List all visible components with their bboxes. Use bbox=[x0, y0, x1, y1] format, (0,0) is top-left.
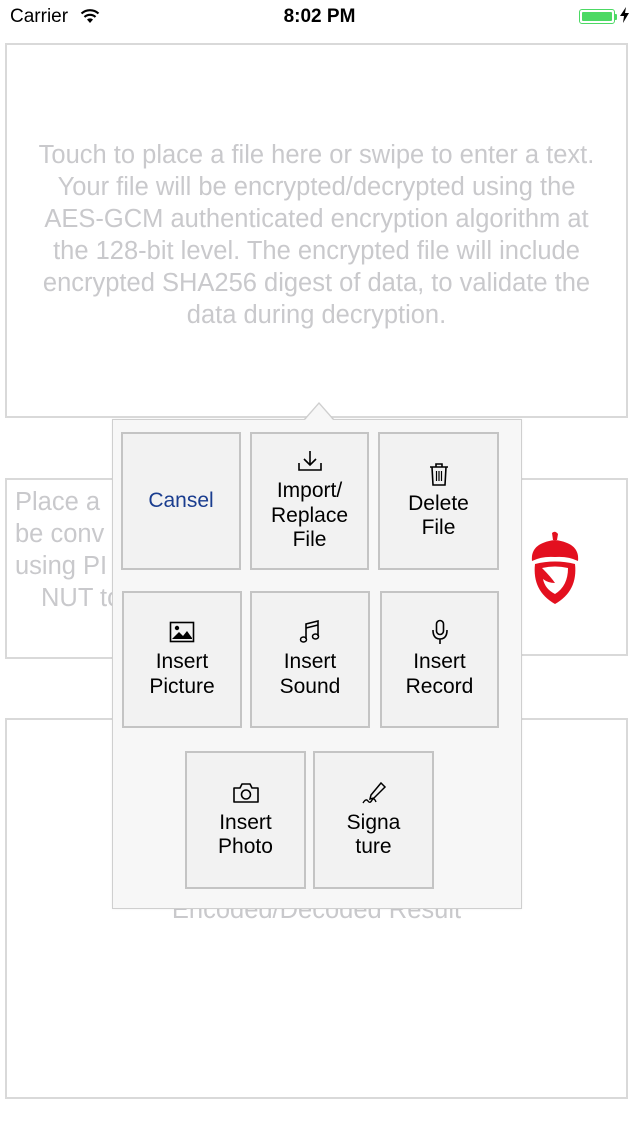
cancel-button[interactable]: Cansel bbox=[121, 432, 241, 570]
popover-arrow-fill bbox=[305, 404, 333, 420]
insert-picture-button[interactable]: Insert Picture bbox=[122, 591, 242, 728]
insert-photo-label: Insert Photo bbox=[218, 810, 273, 859]
camera-icon bbox=[232, 781, 260, 805]
insert-photo-button[interactable]: Insert Photo bbox=[185, 751, 306, 889]
trash-icon bbox=[428, 462, 450, 486]
charging-bolt-icon bbox=[620, 7, 629, 28]
microphone-icon bbox=[431, 619, 449, 644]
password-area[interactable]: Place a be conv using PI NUT to bbox=[5, 478, 115, 659]
acorn-logo-icon[interactable] bbox=[528, 531, 582, 610]
file-drop-area[interactable]: Touch to place a file here or swipe to e… bbox=[5, 43, 628, 418]
insert-record-label: Insert Record bbox=[405, 650, 474, 698]
insert-sound-label: Insert Sound bbox=[279, 650, 341, 698]
battery-tip bbox=[615, 14, 617, 20]
delete-file-label: Delete File bbox=[408, 491, 469, 540]
wifi-icon bbox=[80, 8, 100, 29]
password-hint-line: Place a bbox=[15, 488, 101, 516]
battery-icon bbox=[579, 9, 615, 24]
password-hint-line: using PI bbox=[15, 552, 108, 580]
delete-file-button[interactable]: Delete File bbox=[378, 432, 499, 570]
insert-record-button[interactable]: Insert Record bbox=[380, 591, 499, 728]
download-icon bbox=[297, 449, 323, 473]
password-hint-line: NUT to bbox=[41, 584, 115, 612]
password-hint: Place a be conv using PI NUT to bbox=[15, 486, 115, 614]
clock: 8:02 PM bbox=[283, 6, 356, 27]
signature-label: Signa ture bbox=[346, 810, 401, 859]
import-replace-file-label: Import/ Replace File bbox=[270, 479, 349, 552]
import-replace-file-button[interactable]: Import/ Replace File bbox=[250, 432, 369, 570]
insert-picture-label: Insert Picture bbox=[149, 650, 215, 698]
password-hint-line: be conv bbox=[15, 520, 105, 548]
signature-pen-icon bbox=[361, 781, 387, 805]
picture-icon bbox=[169, 620, 195, 644]
cancel-label: Cansel bbox=[148, 488, 214, 512]
music-note-icon bbox=[299, 620, 321, 644]
signature-button[interactable]: Signa ture bbox=[313, 751, 434, 889]
status-bar: Carrier 8:02 PM bbox=[0, 0, 639, 34]
carrier-label: Carrier bbox=[10, 6, 69, 27]
file-drop-hint: Touch to place a file here or swipe to e… bbox=[38, 141, 595, 329]
insert-sound-button[interactable]: Insert Sound bbox=[250, 591, 370, 728]
